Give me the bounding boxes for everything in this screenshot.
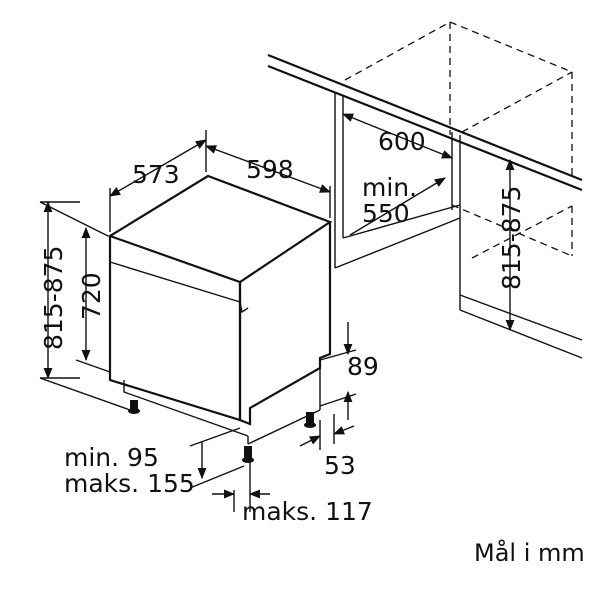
- dimension-lines: [39, 113, 515, 512]
- units-note: Mål i mm: [474, 538, 585, 567]
- label-min-depth-prefix: min.: [362, 173, 417, 202]
- label-plinth-depth: 53: [324, 451, 356, 480]
- label-depth: 573: [132, 160, 180, 189]
- label-max-offset: maks. 117: [242, 497, 373, 526]
- label-cabinet-width: 600: [378, 127, 426, 156]
- label-min-depth-value: 550: [362, 199, 410, 228]
- dishwasher-body: [107, 174, 333, 463]
- cabinet-outline: [267, 53, 583, 359]
- label-height-range-left: 815-875: [39, 246, 68, 350]
- label-foot-max: maks. 155: [64, 469, 195, 498]
- label-plinth-height: 89: [347, 352, 379, 381]
- label-width: 598: [246, 155, 294, 184]
- label-body-height: 720: [77, 272, 106, 320]
- label-height-range-right: 815-875: [497, 186, 526, 290]
- label-foot-min: min. 95: [64, 443, 159, 472]
